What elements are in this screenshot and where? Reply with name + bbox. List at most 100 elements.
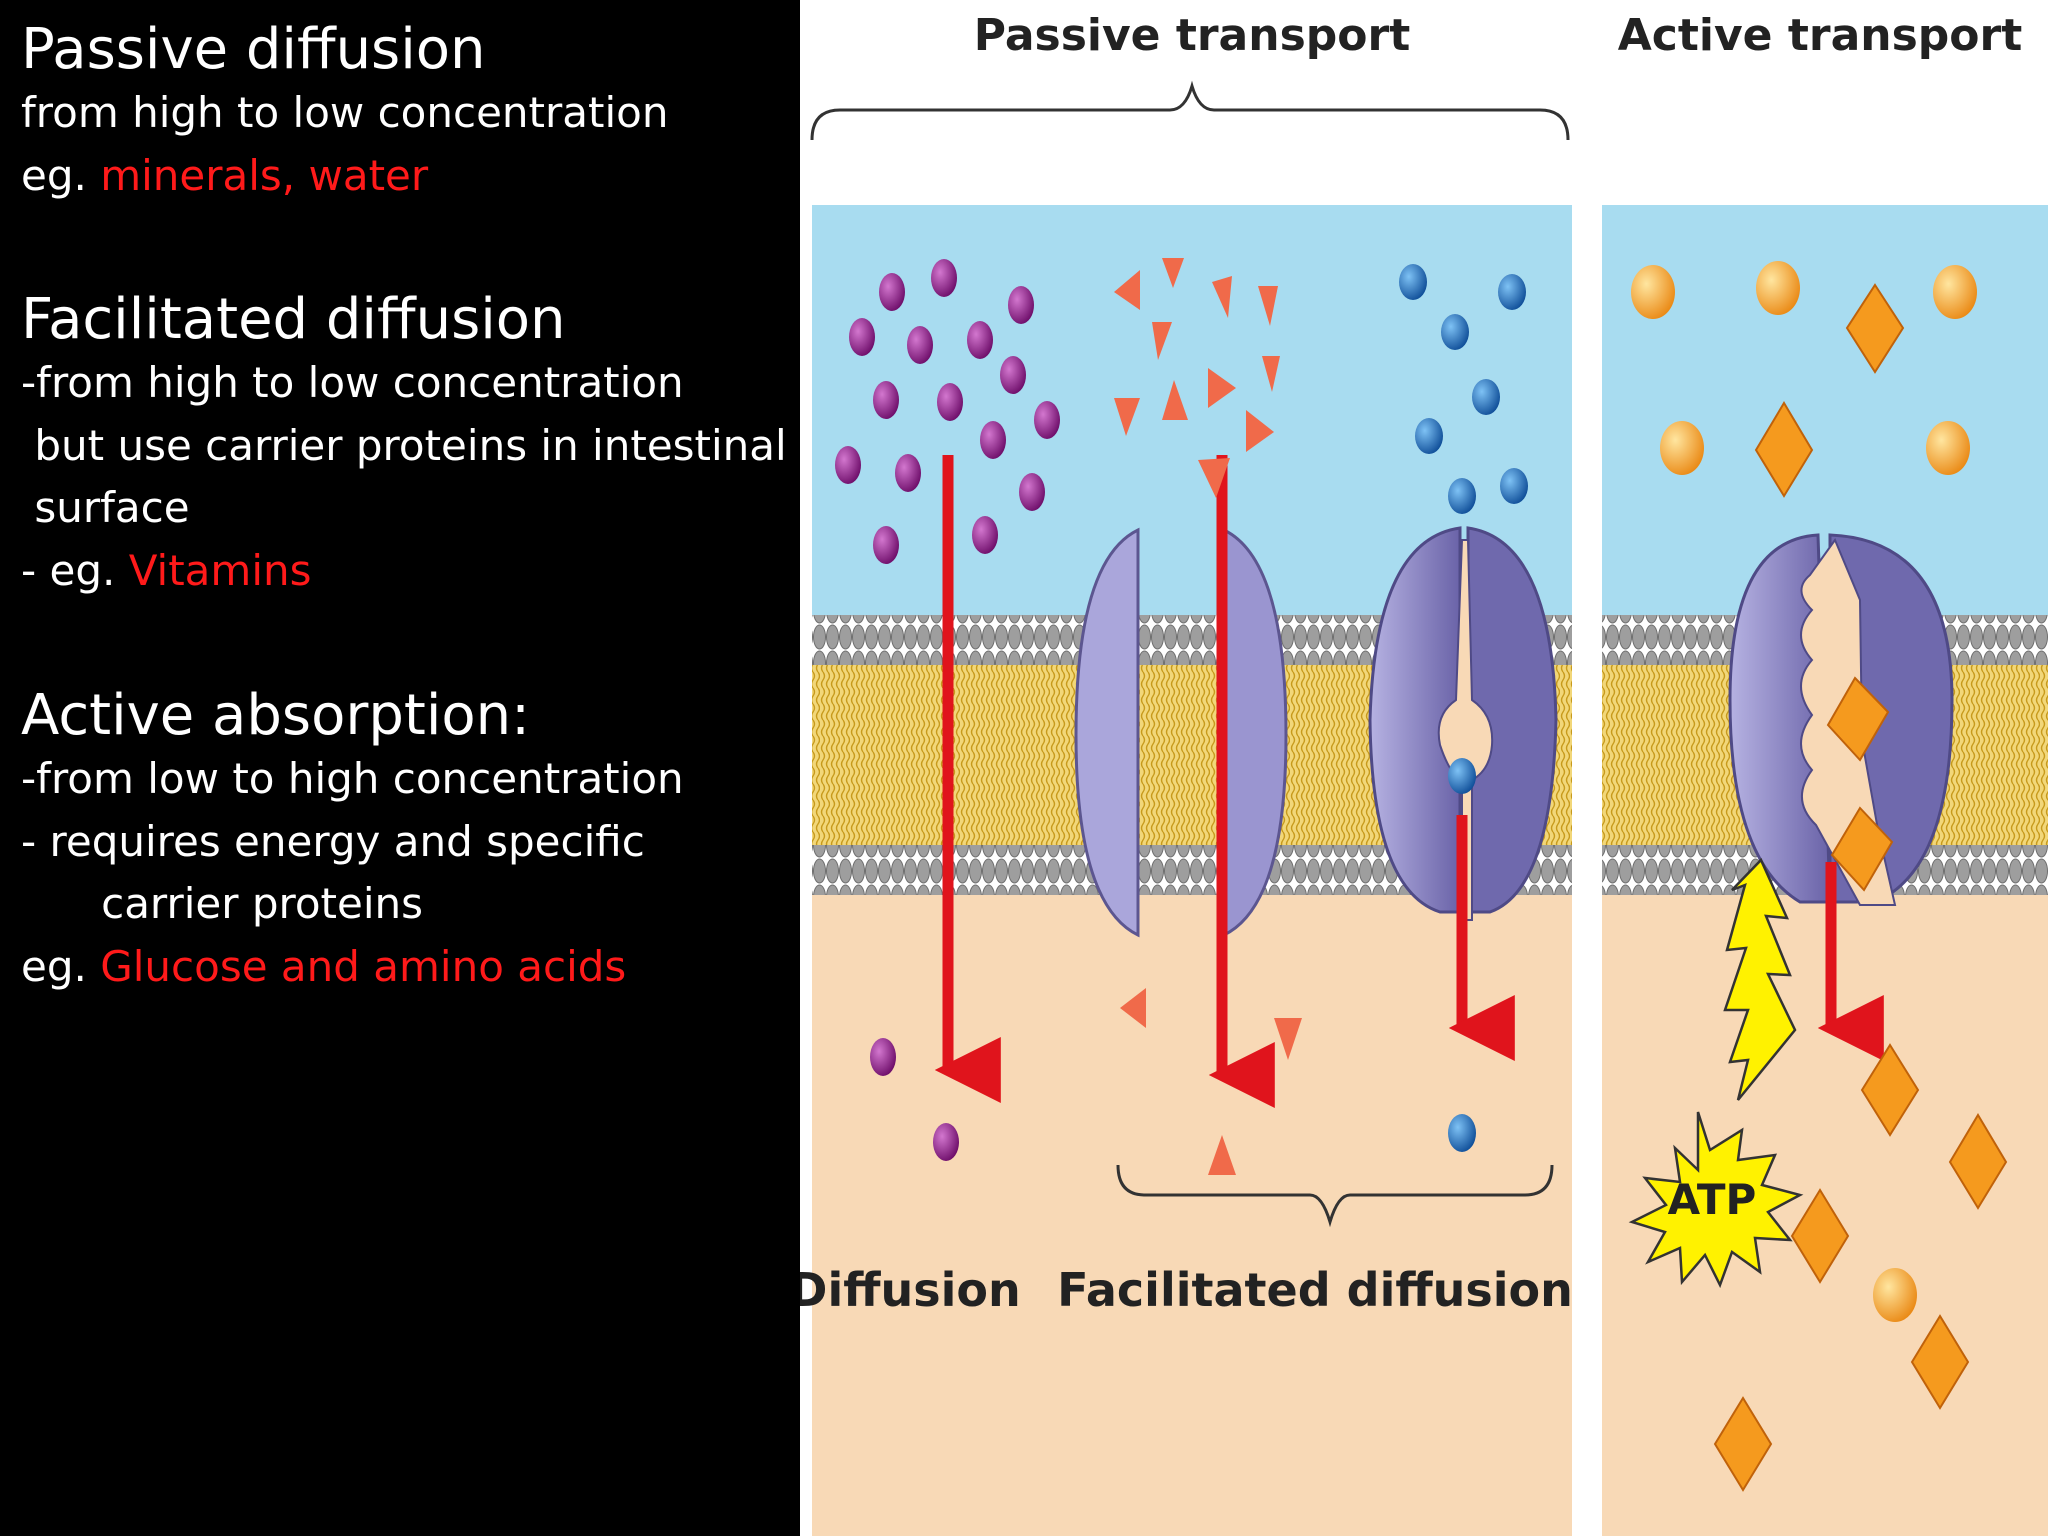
facilitated-diffusion-label: Facilitated diffusion [1057, 1263, 1573, 1317]
purple-molecule [1000, 356, 1026, 394]
orange-sphere-molecule [1933, 265, 1977, 319]
blue-molecule [1472, 379, 1500, 415]
active-absorption-example-items: Glucose and amino acids [100, 941, 627, 991]
triangle-molecule [1198, 458, 1230, 498]
triangle-molecule [1152, 322, 1172, 360]
passive-diffusion-section: Passive diffusion from high to low conce… [21, 17, 669, 208]
energy-bolt-icon [1723, 857, 1797, 1101]
purple-molecule [937, 383, 963, 421]
facilitated-diffusion-description-2: but use carrier proteins in intestinal [21, 420, 787, 470]
membrane-transport-diagram: Passive transport Active transport [800, 10, 2048, 1536]
blue-molecule [1441, 314, 1469, 350]
active-absorption-section: Active absorption: -from low to high con… [21, 683, 684, 999]
orange-diamond-molecule [1713, 1396, 1773, 1492]
purple-molecule [879, 273, 905, 311]
channel-molecules [1114, 258, 1302, 1175]
active-absorption-heading: Active absorption: [21, 683, 531, 748]
diffusing-molecules [835, 259, 1060, 1161]
diffusion-label: Diffusion [800, 1263, 1021, 1317]
text-panel: Passive diffusion from high to low conce… [0, 0, 800, 1536]
passive-diffusion-description: from high to low concentration [21, 88, 669, 138]
purple-molecule [835, 446, 861, 484]
active-absorption-description-3: carrier proteins [21, 879, 424, 929]
orange-diamond-molecule [1948, 1113, 2008, 1210]
purple-molecule [873, 381, 899, 419]
orange-diamond-molecule [1830, 806, 1894, 892]
facilitated-diffusion-description: -from high to low concentration [21, 358, 684, 408]
blue-molecule [1399, 264, 1427, 300]
triangle-molecule [1258, 286, 1278, 326]
triangle-molecule [1162, 258, 1184, 288]
orange-diamond-molecule [1754, 401, 1814, 498]
orange-sphere-molecule [1873, 1268, 1917, 1322]
extracellular-region [1602, 205, 2048, 615]
carrier-molecules [1399, 264, 1528, 1152]
example-prefix: - eg. [21, 545, 129, 595]
blue-molecule [1448, 478, 1476, 514]
active-molecules [1631, 261, 2008, 1492]
transport-arrows [934, 455, 1884, 1108]
passive-diffusion-example: eg. minerals, water [21, 145, 668, 208]
purple-molecule [931, 259, 957, 297]
blue-molecule [1498, 274, 1526, 310]
active-transport-title: Active transport [1618, 10, 2023, 61]
orange-sphere-molecule [1660, 421, 1704, 475]
purple-molecule [895, 454, 921, 492]
triangle-molecule [1208, 1135, 1236, 1175]
purple-molecule [967, 321, 993, 359]
passive-transport-brace [810, 80, 1570, 141]
atp-label: ATP [1668, 1175, 1757, 1224]
orange-diamond-molecule [1910, 1314, 1970, 1410]
orange-sphere-molecule [1926, 421, 1970, 475]
triangle-molecule [1274, 1018, 1302, 1060]
facilitated-diffusion-description-3: surface [21, 483, 190, 533]
example-prefix: eg. [21, 941, 101, 991]
passive-transport-title: Passive transport [974, 10, 1410, 61]
orange-diamond-molecule [1860, 1043, 1920, 1137]
purple-molecule [972, 516, 998, 554]
purple-molecule [1019, 473, 1045, 511]
purple-molecule [933, 1123, 959, 1161]
orange-sphere-molecule [1756, 261, 1800, 315]
triangle-molecule [1114, 270, 1140, 310]
orange-diamond-molecule [1790, 1188, 1850, 1284]
facilitated-diffusion-section: Facilitated diffusion -from high to low … [21, 287, 787, 603]
passive-diffusion-heading: Passive diffusion [21, 17, 486, 82]
orange-diamond-molecule [1826, 676, 1890, 762]
orange-diamond-molecule [1845, 283, 1905, 374]
purple-molecule [1034, 401, 1060, 439]
triangle-molecule [1120, 988, 1146, 1028]
triangle-molecule [1246, 410, 1274, 452]
blue-molecule [1448, 758, 1476, 794]
passive-diffusion-example-items: minerals, water [100, 150, 429, 200]
triangle-molecule [1114, 398, 1140, 436]
carrier-protein-pocket [1437, 539, 1494, 921]
facilitated-diffusion-example: - eg. Vitamins [21, 540, 787, 603]
active-absorption-example: eg. Glucose and amino acids [21, 936, 684, 999]
blue-molecule [1448, 1114, 1476, 1152]
purple-molecule [870, 1038, 896, 1076]
active-absorption-description: -from low to high concentration [21, 754, 684, 804]
intracellular-region [812, 895, 1572, 1536]
purple-molecule [907, 326, 933, 364]
triangle-molecule [1162, 380, 1188, 420]
purple-molecule [849, 318, 875, 356]
orange-sphere-molecule [1631, 265, 1675, 319]
transport-figure: Passive transport Active transport [800, 0, 2048, 1536]
purple-molecule [980, 421, 1006, 459]
triangle-molecule [1262, 356, 1280, 392]
purple-molecule [873, 526, 899, 564]
triangle-molecule [1212, 276, 1232, 318]
carrier-protein [1368, 526, 1558, 921]
atp-starburst-icon [1628, 1111, 1804, 1289]
channel-protein [1074, 527, 1288, 938]
blue-molecule [1415, 418, 1443, 454]
blue-molecule [1500, 468, 1528, 504]
facilitated-diffusion-heading: Facilitated diffusion [21, 287, 566, 352]
example-prefix: eg. [21, 150, 101, 200]
triangle-molecule [1208, 368, 1236, 408]
purple-molecule [1008, 286, 1034, 324]
active-absorption-description-2: - requires energy and specific [21, 816, 645, 866]
facilitated-diffusion-example-items: Vitamins [128, 545, 312, 595]
facilitated-diffusion-brace [1116, 1164, 1554, 1228]
